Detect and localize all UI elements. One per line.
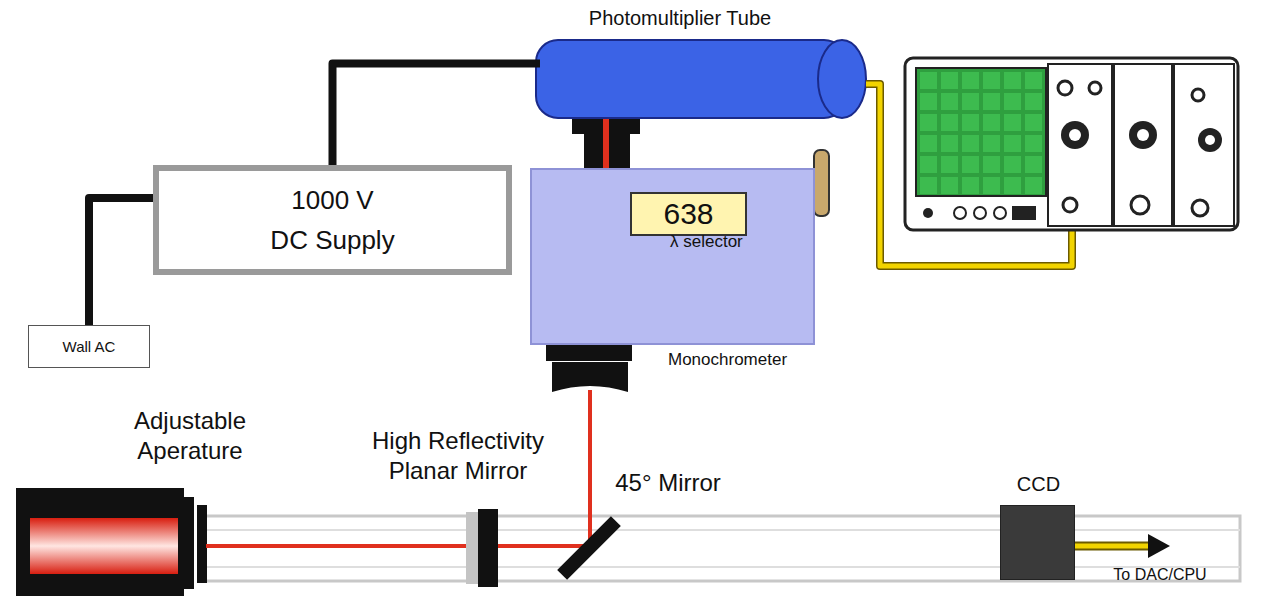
wavelength-display: 638 (630, 192, 747, 236)
monochromator-mount-part (552, 362, 628, 392)
wavelength-knob (814, 150, 829, 216)
oscilloscope-part (1198, 128, 1222, 152)
oscilloscope-part (1012, 206, 1036, 220)
pmt-cylinder-part (818, 40, 866, 118)
oscilloscope-part (1058, 81, 1072, 95)
power-cable (333, 63, 541, 165)
node-text: 638 (663, 196, 713, 232)
laser-body-part (197, 505, 207, 583)
laser-beam-part (206, 544, 590, 548)
output-label: To DAC/CPU (1100, 565, 1220, 585)
node-text: CCD (989, 472, 1088, 496)
optical-rail-part (205, 566, 1240, 568)
oscilloscope-part (954, 207, 966, 219)
oscilloscope-part (1174, 64, 1234, 226)
laser-body-part (16, 488, 184, 596)
fold-mirror-label: 45° Mirror (598, 468, 738, 498)
oscilloscope-part (1063, 198, 1077, 212)
planar-mirror (466, 509, 498, 587)
oscilloscope-part (905, 58, 1238, 230)
oscilloscope-part (1129, 121, 1157, 149)
monochromator-mount-part (546, 345, 632, 361)
laser-body-part (30, 518, 178, 574)
oscilloscope-part (916, 68, 1046, 196)
oscilloscope-part (1192, 89, 1204, 101)
laser-body-part (184, 497, 194, 589)
output-arrow-part (1148, 534, 1170, 558)
output-arrow (1075, 534, 1170, 558)
planar-mirror-part (466, 512, 478, 584)
oscilloscope-part (1061, 121, 1089, 149)
oscilloscope-part (1048, 64, 1112, 226)
oscilloscope-part (1114, 64, 1172, 226)
oscilloscope-part (1069, 129, 1081, 141)
optical-rail-part (205, 516, 1240, 581)
laser-beam-part (588, 390, 592, 546)
output-arrow-part (1075, 544, 1150, 549)
laser-beam (206, 390, 590, 546)
aperture-label: Adjustable Aperature (128, 406, 252, 466)
oscilloscope-part (1205, 135, 1215, 145)
oscilloscope-part (923, 208, 933, 218)
oscilloscope (905, 58, 1238, 230)
node-text: Monochrometer (668, 350, 787, 370)
oscilloscope-part (1089, 82, 1101, 94)
power-cable (89, 198, 153, 325)
monochromator-mount (546, 345, 632, 392)
pmt-mount-part (603, 118, 609, 168)
optical-rail-part (205, 529, 1240, 531)
oscilloscope-part (974, 207, 986, 219)
fold-mirror-part (557, 516, 621, 580)
planar-mirror-part (478, 509, 498, 587)
oscilloscope-part (1192, 200, 1208, 216)
monochromator-box: 638λ selectorMonochrometer (530, 168, 815, 345)
ccd-camera: CCD (1000, 505, 1075, 580)
node-text: Wall AC (63, 338, 116, 356)
laser-body (16, 488, 207, 596)
pmt-cylinder (536, 40, 866, 118)
node-text: λ selector (670, 232, 743, 252)
output-arrow-part (1075, 542, 1150, 551)
power-supply-box: 1000 V DC Supply (153, 165, 512, 275)
pmt-cylinder-part (536, 40, 846, 118)
oscilloscope-part (1137, 129, 1149, 141)
node-text: 1000 V DC Supply (270, 180, 396, 260)
photomultiplier-tube: Photomultiplier Tube (540, 40, 865, 118)
pmt-mount (572, 116, 640, 168)
mirror-label: High Reflectivity Planar Mirror (364, 426, 552, 486)
oscilloscope-part (1131, 196, 1149, 214)
oscilloscope-part (994, 207, 1006, 219)
fold-mirror (557, 516, 621, 580)
node-text: Photomultiplier Tube (540, 6, 820, 30)
wall-outlet-box: Wall AC (28, 325, 150, 368)
optical-rail (205, 516, 1240, 581)
